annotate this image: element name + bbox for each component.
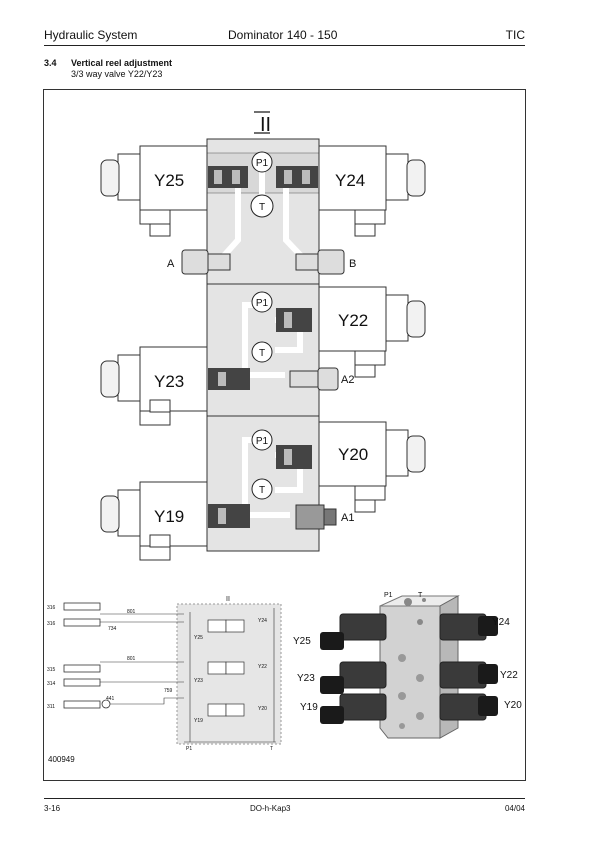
svg-text:801: 801 (127, 609, 136, 615)
svg-text:801: 801 (127, 656, 136, 662)
port-b: B (349, 258, 356, 270)
photo-label-y22: Y22 (500, 670, 518, 681)
svg-text:316: 316 (47, 605, 56, 611)
svg-text:316: 316 (47, 621, 56, 627)
port-p1-top: P1 (256, 158, 269, 169)
svg-text:Y22: Y22 (258, 664, 267, 670)
photo-label-y25: Y25 (293, 636, 311, 647)
coil-y22 (318, 286, 426, 378)
port-t-bot: T (259, 485, 265, 496)
page-footer: 3-16 DO-h-Kap3 04/04 (44, 798, 525, 815)
figure-frame (43, 89, 526, 781)
label-y20: Y20 (338, 445, 368, 464)
port-a: A (167, 258, 175, 270)
coil-y24 (318, 145, 426, 237)
photo-label-t: T (418, 592, 423, 599)
header-right: TIC (505, 28, 525, 42)
coil-y20 (318, 421, 426, 513)
port-a2: A2 (341, 374, 354, 386)
coil-y23 (100, 346, 208, 426)
schematic-title: II (226, 596, 230, 603)
photo-label-y19: Y19 (300, 702, 318, 713)
section-title: Vertical reel adjustment (71, 58, 173, 68)
svg-text:P1: P1 (186, 746, 192, 752)
svg-text:315: 315 (47, 667, 56, 673)
coil-y19 (100, 481, 208, 561)
photo-label-y24: Y24 (492, 617, 510, 628)
port-p1-mid: P1 (256, 298, 269, 309)
fitting-b (317, 249, 345, 275)
footer-page-number: 3-16 (44, 804, 61, 813)
port-t-mid: T (259, 348, 265, 359)
label-y24: Y24 (335, 171, 365, 190)
block-label: II (260, 114, 271, 136)
port-a1: A1 (341, 512, 354, 524)
header-center: Dominator 140 - 150 (228, 28, 338, 42)
footer-date: 04/04 (504, 804, 525, 813)
label-y23: Y23 (154, 372, 184, 391)
coil-y25 (100, 145, 208, 237)
svg-text:311: 311 (47, 704, 55, 710)
svg-text:Y24: Y24 (258, 618, 267, 624)
header-left: Hydraulic System (44, 28, 138, 42)
svg-text:Y19: Y19 (194, 718, 203, 724)
svg-text:759: 759 (164, 688, 173, 694)
fitting-a (181, 249, 209, 275)
fitting-a1 (295, 504, 325, 530)
svg-text:Y25: Y25 (194, 635, 203, 641)
label-y25: Y25 (154, 171, 184, 190)
section-number: 3.4 (44, 58, 57, 68)
footer-doc-id: DO-h-Kap3 (250, 804, 291, 813)
svg-text:Y23: Y23 (194, 678, 203, 684)
port-t-top: T (259, 202, 265, 213)
label-y22: Y22 (338, 311, 368, 330)
photo-label-y23: Y23 (297, 673, 315, 684)
section-subtitle: 3/3 way valve Y22/Y23 (71, 69, 163, 79)
svg-text:734: 734 (108, 626, 117, 632)
fitting-a2 (317, 367, 339, 391)
svg-text:314: 314 (47, 681, 56, 687)
valve-photo: P1 T Y24 Y25 Y23 Y22 Y19 Y20 (293, 592, 522, 739)
photo-label-p1: P1 (384, 592, 393, 599)
photo-label-y20: Y20 (504, 700, 522, 711)
port-p1-bot: P1 (256, 436, 269, 447)
svg-text:T: T (270, 746, 273, 752)
label-y19: Y19 (154, 507, 184, 526)
figure-id: 400949 (48, 755, 75, 764)
hydraulic-schematic: II 316 316 315 314 311 801 801 441 759 7… (47, 596, 282, 752)
svg-text:Y20: Y20 (258, 706, 267, 712)
page-header: Hydraulic System Dominator 140 - 150 TIC (44, 27, 525, 46)
svg-text:441: 441 (106, 696, 115, 702)
